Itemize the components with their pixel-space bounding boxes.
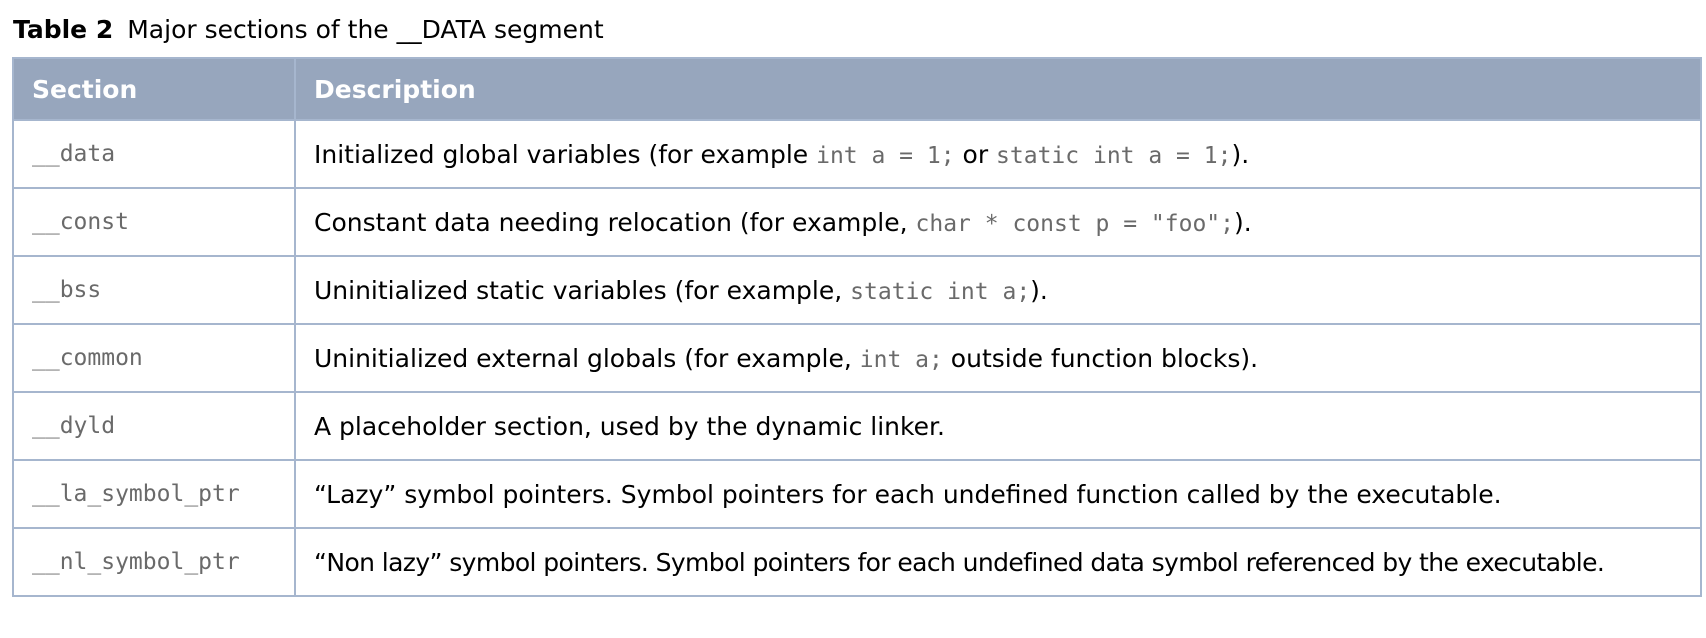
section-description: Initialized global variables (for exampl… bbox=[294, 119, 1702, 189]
table-row: __const Constant data needing relocation… bbox=[12, 187, 1702, 257]
section-name: __la_symbol_ptr bbox=[12, 459, 296, 529]
table-caption: Table 2 Major sections of the __DATA segm… bbox=[13, 14, 604, 46]
section-description: A placeholder section, used by the dynam… bbox=[294, 391, 1702, 461]
table-row: __data Initialized global variables (for… bbox=[12, 119, 1702, 189]
description-text: “Non lazy” symbol pointers. Symbol point… bbox=[314, 547, 1605, 577]
code-example: int a = 1; bbox=[816, 142, 955, 169]
description-text: ). bbox=[1234, 207, 1252, 237]
description-text: A placeholder section, used by the dynam… bbox=[314, 411, 945, 441]
description-text: or bbox=[954, 139, 997, 169]
code-example: int a; bbox=[859, 346, 943, 373]
code-example: static int a = 1; bbox=[996, 142, 1232, 169]
description-text: outside function blocks). bbox=[942, 343, 1259, 373]
table-row: __common Uninitialized external globals … bbox=[12, 323, 1702, 393]
table-row: __bss Uninitialized static variables (fo… bbox=[12, 255, 1702, 325]
section-name: __const bbox=[12, 187, 296, 257]
header-row: Section Description bbox=[12, 57, 1702, 121]
section-description: Constant data needing relocation (for ex… bbox=[294, 187, 1702, 257]
section-description: Uninitialized static variables (for exam… bbox=[294, 255, 1702, 325]
table-row: __dyld A placeholder section, used by th… bbox=[12, 391, 1702, 461]
code-example: static int a; bbox=[850, 278, 1031, 305]
description-text: Initialized global variables (for exampl… bbox=[314, 139, 817, 169]
code-example: char * const p = "foo"; bbox=[915, 210, 1235, 237]
description-text: ). bbox=[1030, 275, 1048, 305]
description-text: “Lazy” symbol pointers. Symbol pointers … bbox=[314, 479, 1502, 509]
section-name: __common bbox=[12, 323, 296, 393]
header-description: Description bbox=[294, 57, 1702, 121]
table-row: __la_symbol_ptr “Lazy” symbol pointers. … bbox=[12, 459, 1702, 529]
data-sections-table: Section Description __data Initialized g… bbox=[12, 57, 1702, 597]
table-title: Major sections of the __DATA segment bbox=[127, 15, 604, 44]
header-section: Section bbox=[12, 57, 296, 121]
description-text: Uninitialized external globals (for exam… bbox=[314, 343, 860, 373]
section-name: __data bbox=[12, 119, 296, 189]
section-description: “Non lazy” symbol pointers. Symbol point… bbox=[294, 527, 1702, 597]
description-text: Uninitialized static variables (for exam… bbox=[314, 275, 851, 305]
description-text: ). bbox=[1231, 139, 1250, 169]
table-number: Table 2 bbox=[13, 15, 114, 44]
section-description: Uninitialized external globals (for exam… bbox=[294, 323, 1702, 393]
section-name: __bss bbox=[12, 255, 296, 325]
section-description: “Lazy” symbol pointers. Symbol pointers … bbox=[294, 459, 1702, 529]
description-text: Constant data needing relocation (for ex… bbox=[314, 207, 916, 237]
table-row: __nl_symbol_ptr “Non lazy” symbol pointe… bbox=[12, 527, 1702, 597]
section-name: __nl_symbol_ptr bbox=[12, 527, 296, 597]
section-name: __dyld bbox=[12, 391, 296, 461]
